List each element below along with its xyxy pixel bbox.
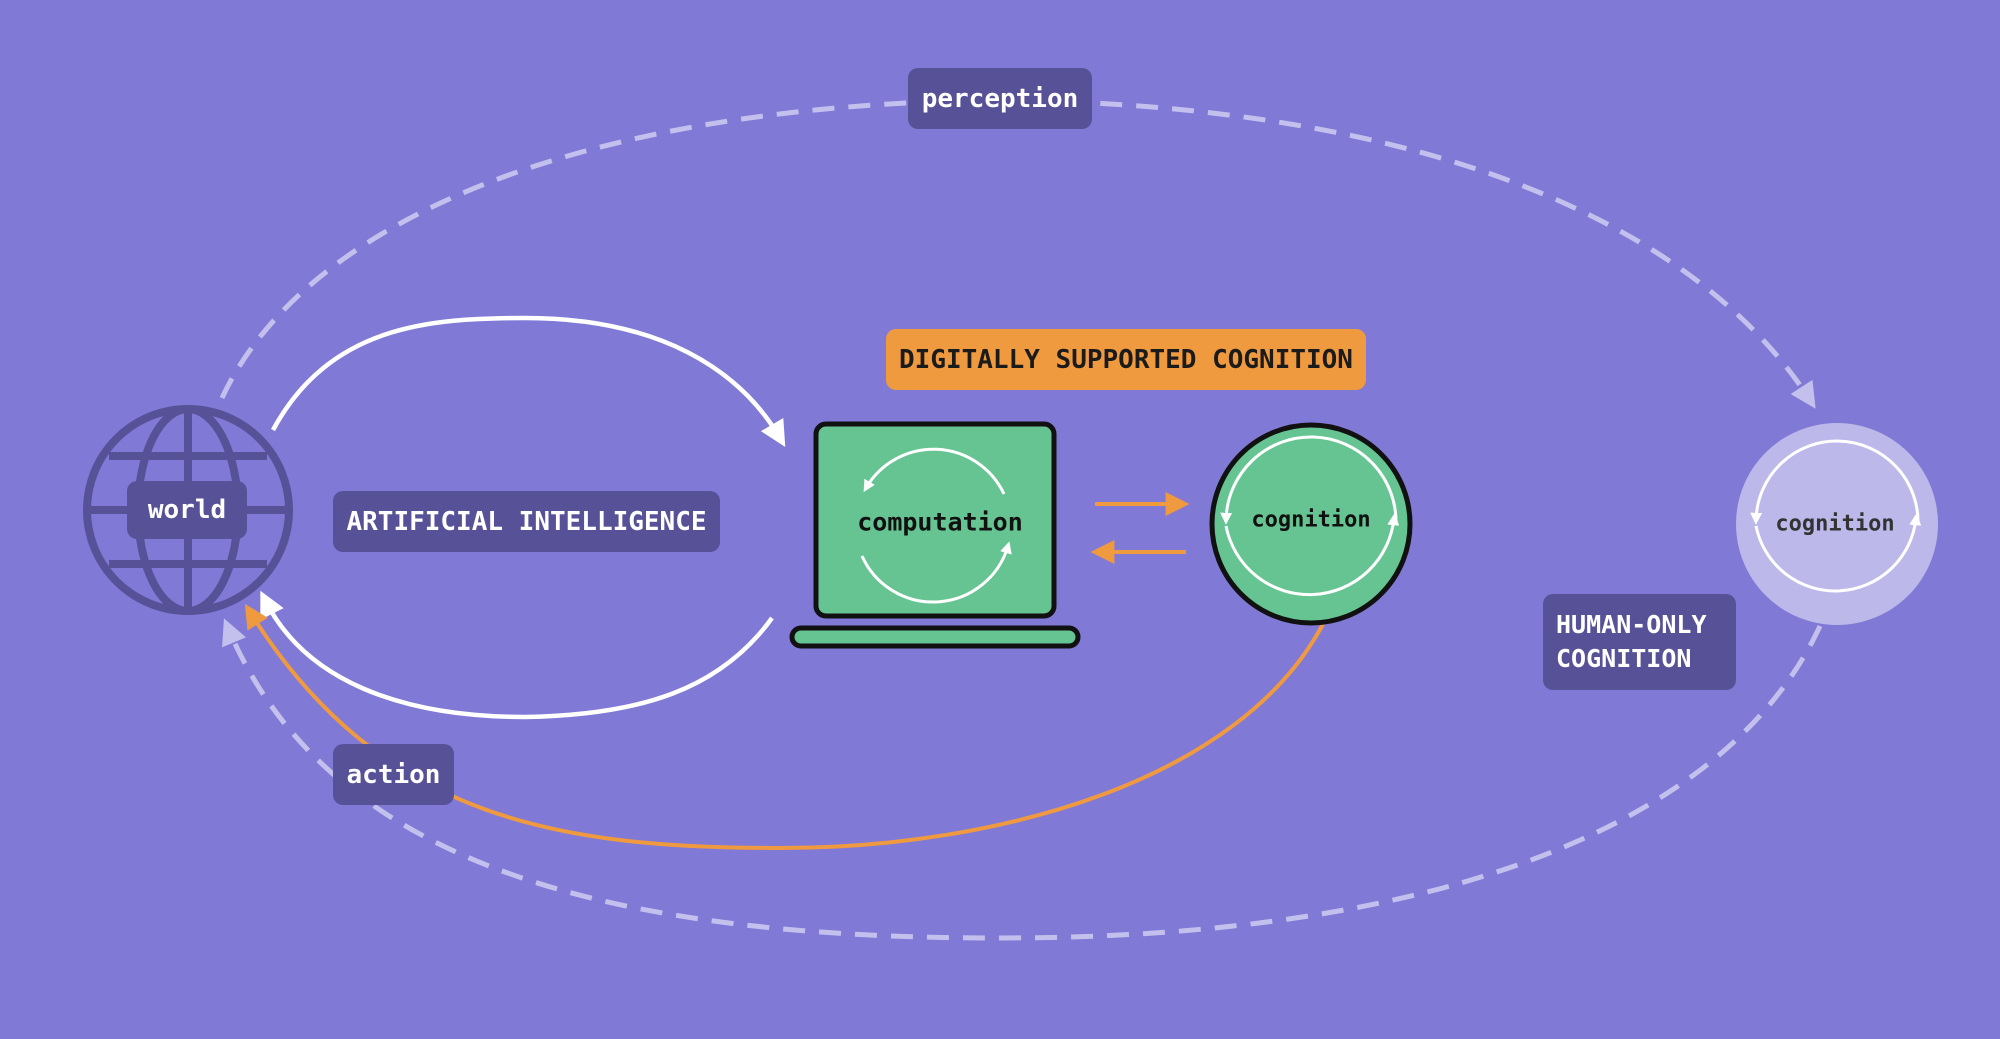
laptop-icon	[789, 421, 1081, 649]
digitally-supported-cognition-label: DIGITALLY SUPPORTED COGNITION	[886, 329, 1366, 390]
artificial-intelligence-label: ARTIFICIAL INTELLIGENCE	[333, 491, 720, 552]
supported-cognition-label: cognition	[1251, 507, 1371, 533]
action-label: action	[333, 744, 454, 805]
cognition-action-arrow	[244, 603, 1325, 851]
cycle-arrows-icon	[860, 447, 1012, 604]
human-only-cognition-line2: COGNITION	[1556, 644, 1692, 673]
ai-output-arrow	[260, 590, 774, 720]
perception-label: perception	[908, 68, 1092, 129]
human-cognition-label: cognition	[1775, 511, 1895, 537]
action-dashed-arrow	[222, 618, 1823, 941]
computation-label: computation	[857, 507, 1023, 537]
ai-input-arrow	[271, 315, 786, 447]
world-label: world	[127, 481, 247, 539]
human-only-cognition-label: HUMAN-ONLY COGNITION	[1543, 594, 1736, 690]
supported-cognition-circle	[1209, 422, 1413, 626]
human-cognition-circle	[1736, 423, 1938, 625]
human-only-cognition-line1: HUMAN-ONLY	[1556, 610, 1707, 639]
